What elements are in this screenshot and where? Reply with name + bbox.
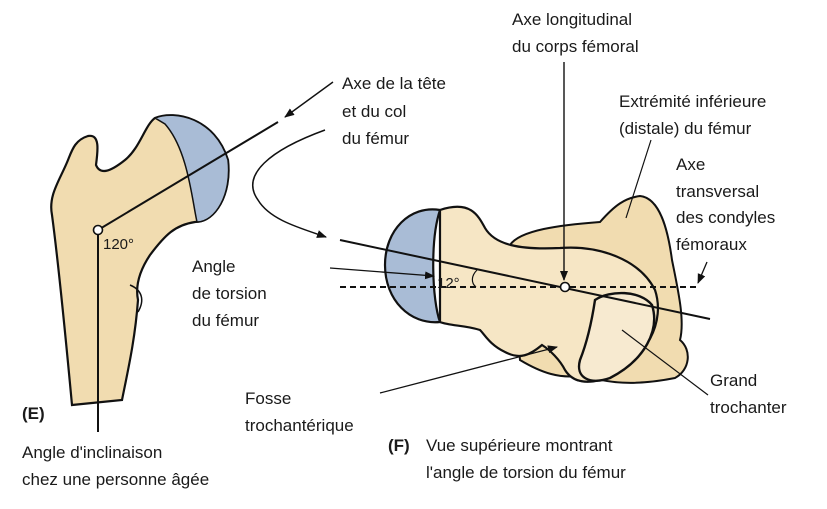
axis-intersection-point — [92, 224, 104, 236]
distal-end-label: Extrémité inférieure (distale) du fémur — [619, 92, 771, 138]
trochanter-pointer — [621, 329, 709, 396]
head-axis-pointer — [284, 81, 334, 118]
torsion-angle-value: 12° — [437, 275, 460, 292]
torsion-angle-label: Angle de torsion du fémur — [192, 257, 271, 330]
longitudinal-axis-label: Axe longitudinal du corps fémoral — [512, 10, 639, 56]
head-neck-axis-line — [97, 121, 279, 231]
torsion-angle-arc — [471, 269, 478, 288]
inclination-angle-value: 120° — [103, 236, 134, 253]
torsion-angle-pointer — [329, 267, 435, 280]
femur-front-view: 120° — [50, 81, 334, 432]
femoral-head-f — [383, 208, 442, 324]
head-neck-axis-label: Axe de la tête et du col du fémur — [342, 74, 451, 148]
lesser-trochanter — [129, 284, 143, 313]
neck-axis-line-f — [339, 239, 711, 320]
figure-f-caption: Vue supérieure montrant l'angle de torsi… — [426, 436, 626, 482]
transition-arrow — [252, 129, 327, 238]
trochanteric-fossa-label: Fosse trochantérique — [245, 389, 354, 435]
greater-trochanter-label: Grand trochanter — [710, 371, 787, 417]
greater-trochanter-shape — [577, 291, 656, 382]
figure-e-caption: Angle d'inclinaison chez une personne âg… — [22, 443, 209, 489]
condylar-axis-pointer — [697, 261, 708, 284]
femoral-head-cartilage — [153, 114, 230, 223]
figure-e-tag: (E) — [22, 404, 45, 423]
femur-superior-view: 12° — [329, 62, 711, 396]
femur-e-bone — [50, 114, 230, 407]
fossa-pointer — [379, 345, 558, 394]
longitudinal-axis-point — [559, 281, 571, 293]
distal-end-pointer — [625, 139, 652, 219]
condylar-axis-label: Axe transversal des condyles fémoraux — [676, 155, 780, 254]
figure-f-tag: (F) — [388, 436, 410, 455]
